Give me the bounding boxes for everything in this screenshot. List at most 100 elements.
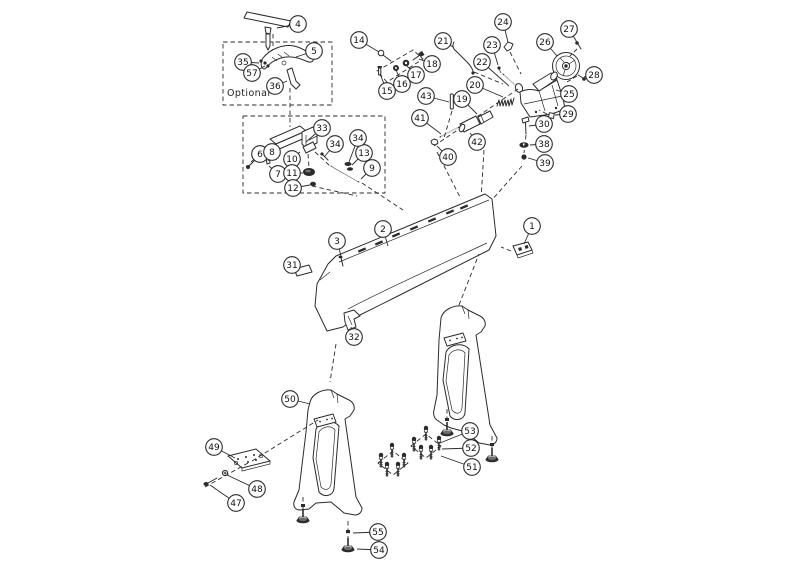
part-pin-43 <box>449 93 454 110</box>
svg-text:25: 25 <box>563 90 574 100</box>
callout-26: 26 <box>536 33 554 51</box>
part-rod-9 <box>330 165 360 183</box>
callout-27: 27 <box>560 20 578 38</box>
carriage-bolt-cluster-right <box>410 424 443 461</box>
callout-11: 11 <box>283 164 301 182</box>
connector-dashed <box>473 71 504 85</box>
svg-text:13: 13 <box>358 149 369 159</box>
connector-dashed <box>500 246 512 252</box>
svg-text:50: 50 <box>284 395 296 405</box>
callout-40: 40 <box>439 148 457 166</box>
part-screw-15 <box>377 66 382 76</box>
callout-8: 8 <box>263 143 281 161</box>
svg-text:3: 3 <box>334 237 340 247</box>
part-washer-16 <box>393 65 399 71</box>
svg-text:21: 21 <box>437 37 448 47</box>
svg-text:11: 11 <box>286 169 297 179</box>
svg-text:57: 57 <box>246 69 257 79</box>
part-sleeve-19 <box>477 110 494 125</box>
callout-32: 32 <box>345 328 363 346</box>
svg-text:1: 1 <box>529 222 535 232</box>
svg-text:51: 51 <box>466 463 477 473</box>
svg-text:12: 12 <box>287 184 298 194</box>
connector-dashed <box>458 253 480 306</box>
beam-assembly <box>293 182 534 383</box>
leveling-feet <box>295 409 500 554</box>
optional-assembly: Optional <box>222 11 333 127</box>
callout-30: 30 <box>535 115 553 133</box>
part-carriage-bolt <box>417 443 425 461</box>
svg-text:7: 7 <box>275 170 281 180</box>
connector-dashed <box>480 149 485 200</box>
connector-dashed <box>443 110 453 139</box>
svg-text:15: 15 <box>381 87 392 97</box>
svg-text:35: 35 <box>237 58 248 68</box>
svg-text:32: 32 <box>348 333 359 343</box>
callout-2: 2 <box>374 220 392 238</box>
beam-slots <box>357 204 469 253</box>
callout-22: 22 <box>473 53 491 71</box>
callout-9: 9 <box>363 159 381 177</box>
part-foot-54 <box>340 537 356 554</box>
svg-text:20: 20 <box>469 81 481 91</box>
svg-text:23: 23 <box>486 41 497 51</box>
carriage-bolt-cluster-left <box>377 441 409 478</box>
part-fence-rail <box>269 125 308 151</box>
svg-text:10: 10 <box>286 155 298 165</box>
part-plate-31 <box>293 264 313 277</box>
part-foot <box>484 447 500 464</box>
part-nut-55 <box>346 530 350 534</box>
svg-text:8: 8 <box>269 148 275 158</box>
svg-text:29: 29 <box>562 110 574 120</box>
callout-24: 24 <box>494 13 512 31</box>
callout-19: 19 <box>453 90 471 108</box>
callout-50: 50 <box>281 390 299 408</box>
part-handwheel-26 <box>552 52 580 80</box>
callout-34b: 34 <box>349 129 367 147</box>
svg-text:34: 34 <box>352 134 364 144</box>
callouts: 1 2 3 4 5 6 7 8 9 10 11 12 13 14 15 16 1… <box>205 13 603 559</box>
callout-36: 36 <box>266 77 284 95</box>
part-screw-28 <box>577 74 586 81</box>
part-leg-right <box>433 305 498 446</box>
svg-text:16: 16 <box>396 80 408 90</box>
callout-13: 13 <box>355 144 373 162</box>
callout-31: 31 <box>283 256 301 274</box>
svg-text:54: 54 <box>373 546 385 556</box>
part-bolt-47 <box>203 477 218 486</box>
callout-3: 3 <box>328 232 346 250</box>
part-clip-24 <box>503 41 514 52</box>
connector-dashed <box>314 151 331 167</box>
rod-assembly <box>430 88 523 203</box>
svg-text:9: 9 <box>369 164 375 174</box>
callout-57: 57 <box>243 64 261 82</box>
connector-dashed <box>329 343 337 383</box>
optional-dashed-box <box>222 41 333 106</box>
callout-52: 52 <box>462 439 480 457</box>
callout-21: 21 <box>434 32 452 50</box>
callout-17: 17 <box>407 66 425 84</box>
part-nut-39 <box>521 154 527 160</box>
svg-text:17: 17 <box>410 71 421 81</box>
svg-text:19: 19 <box>456 95 468 105</box>
connector-dashed <box>523 134 527 154</box>
svg-text:4: 4 <box>295 20 301 30</box>
part-bracket-25 <box>514 71 566 118</box>
svg-text:41: 41 <box>414 114 425 124</box>
callout-12: 12 <box>284 179 302 197</box>
callout-39: 39 <box>536 154 554 172</box>
part-carriage-bolt <box>377 451 385 469</box>
callout-18: 18 <box>423 55 441 73</box>
svg-text:24: 24 <box>497 18 509 28</box>
part-nut-17 <box>402 59 410 67</box>
callout-53: 53 <box>461 422 479 440</box>
part-spring-20 <box>496 97 515 107</box>
callout-48: 48 <box>248 480 266 498</box>
svg-text:30: 30 <box>538 120 550 130</box>
handwheel-assembly <box>552 41 586 83</box>
part-nut-29 <box>548 112 555 119</box>
callout-41: 41 <box>411 109 429 127</box>
part-leg-left-50 <box>293 389 363 516</box>
